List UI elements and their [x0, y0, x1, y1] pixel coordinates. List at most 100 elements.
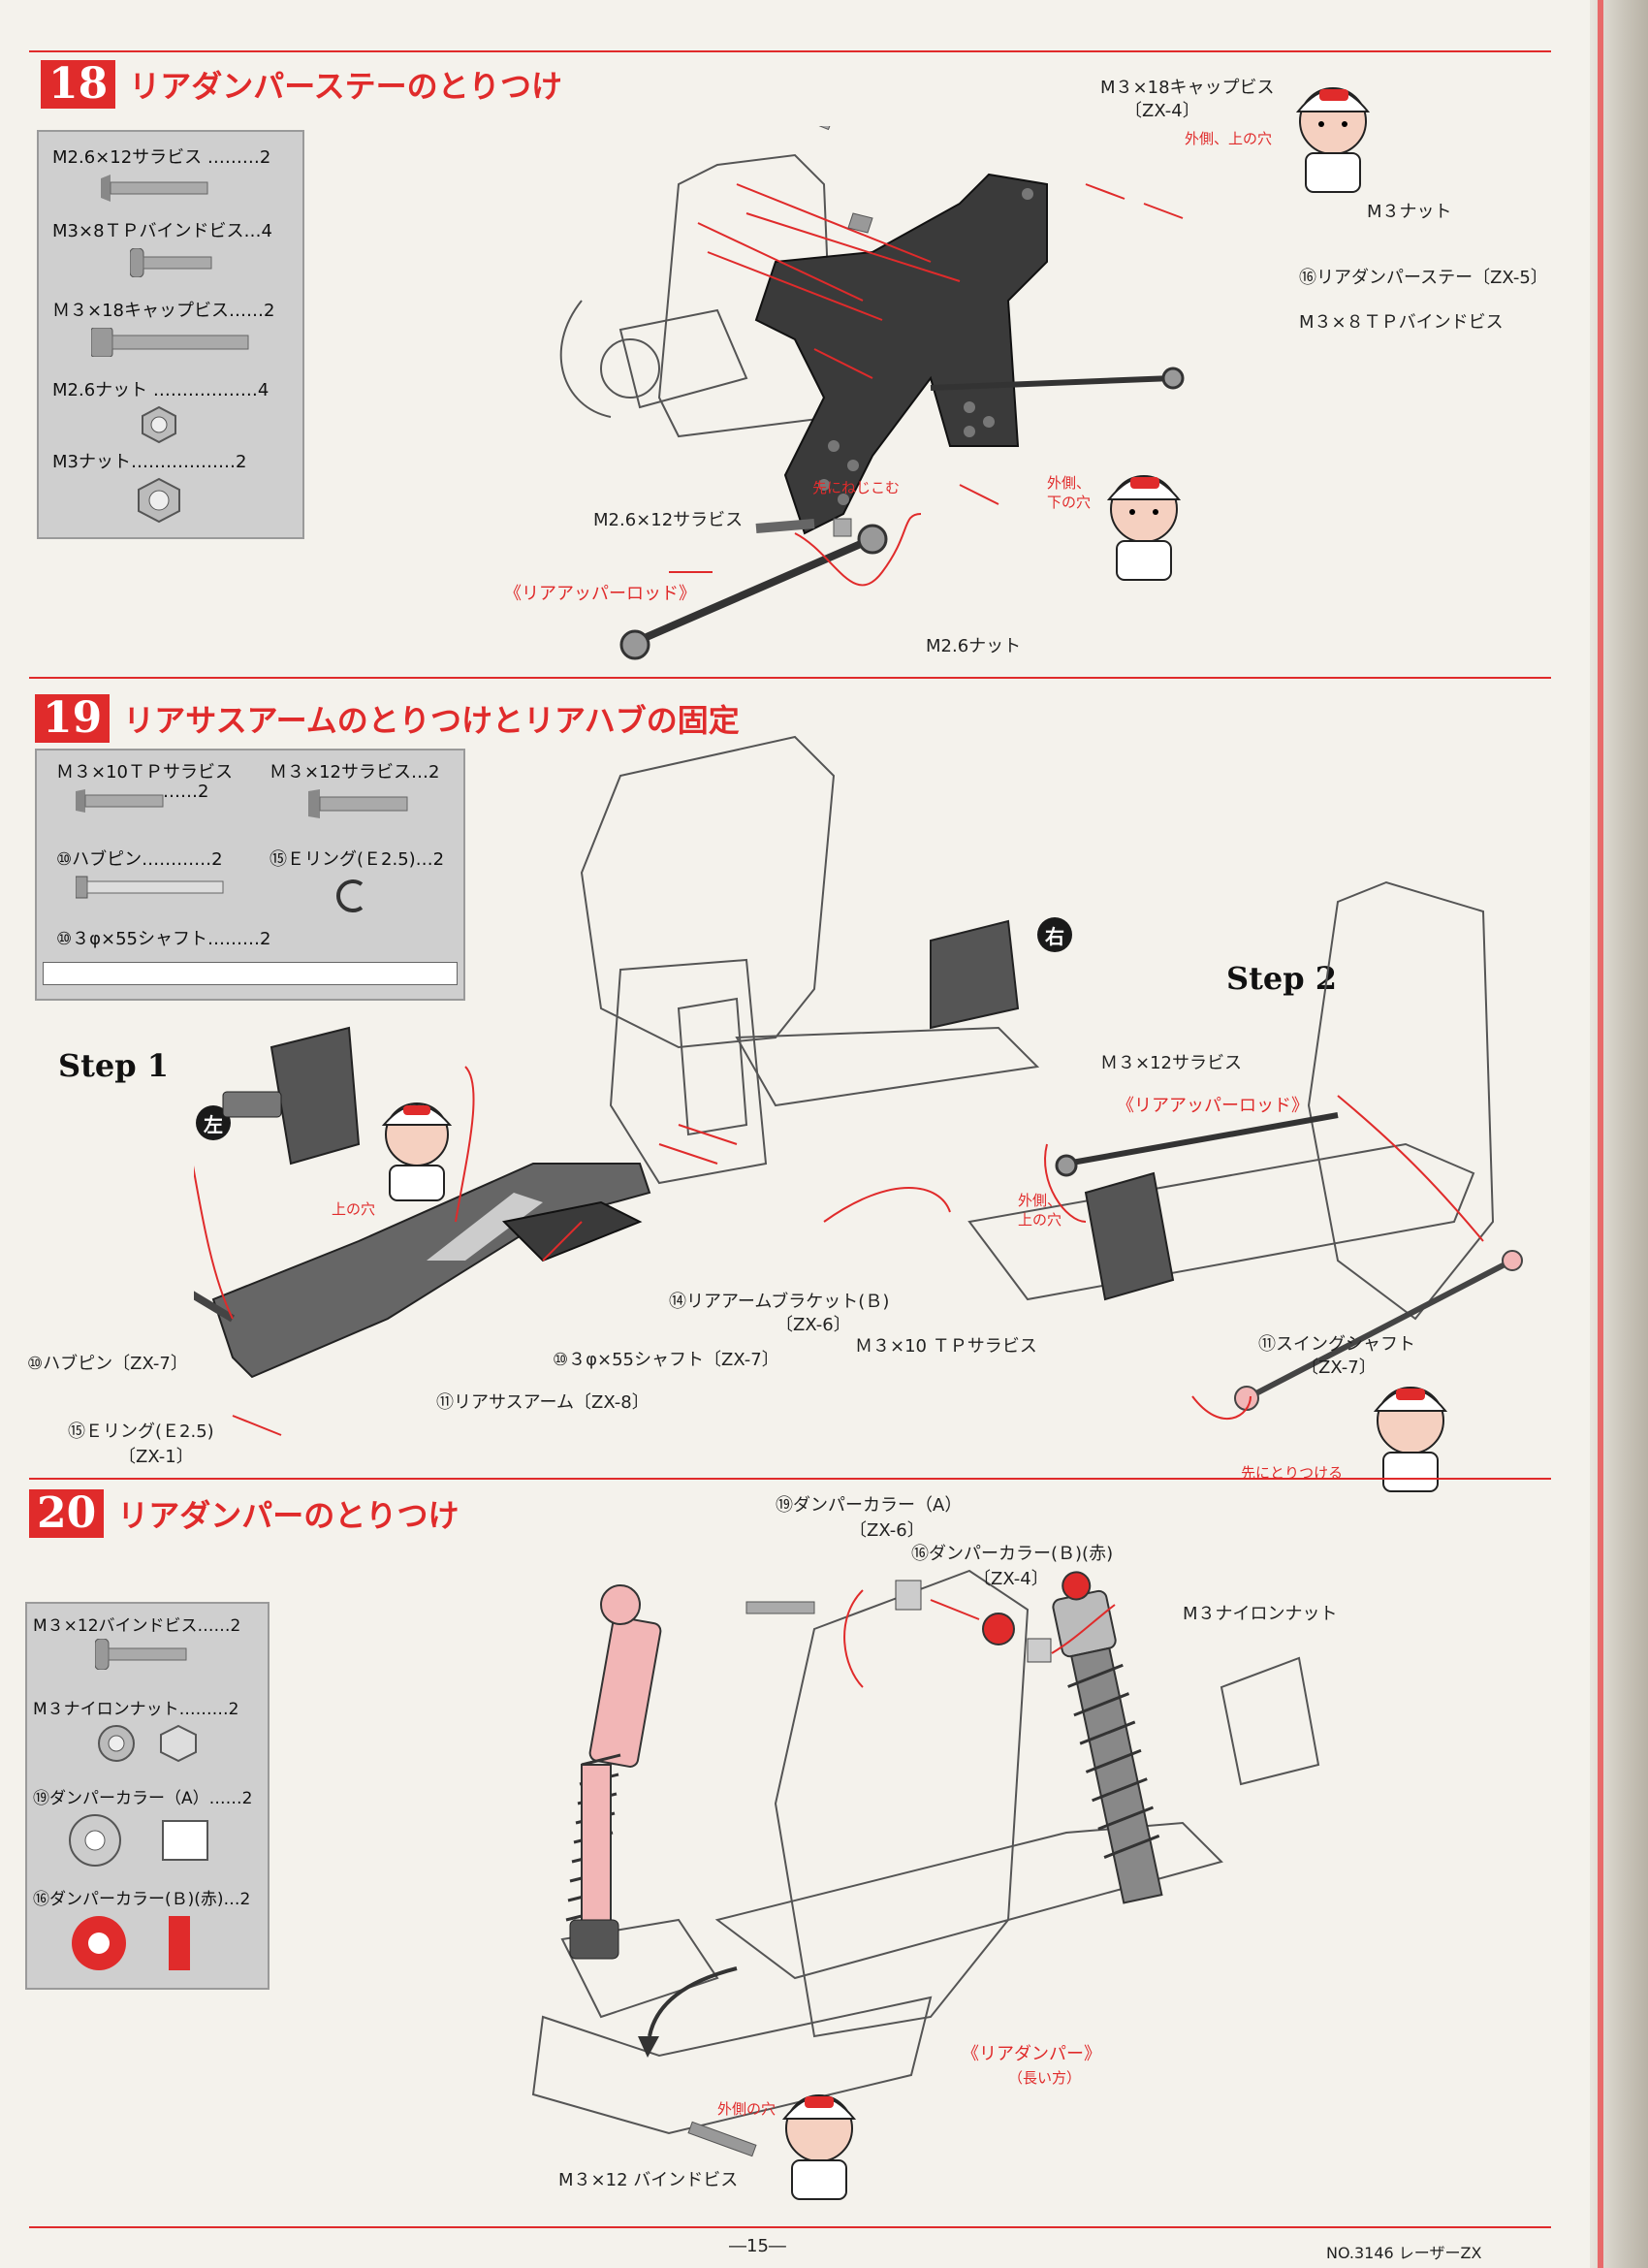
label-m3-nut: M３ナット: [1367, 202, 1452, 222]
part-label: ⑲ダンパーカラー（A）……2: [33, 1789, 253, 1808]
flat-screw-icon: [101, 175, 208, 202]
part-label: ⑩ハブピン…………2: [56, 849, 223, 870]
section-divider: [29, 50, 1551, 52]
label-outer-bottom-hole: 外側、 下の穴: [1047, 474, 1092, 511]
label-collar-a-code: 〔ZX-6〕: [849, 1520, 925, 1541]
label-sara12: Ｍ３×12サラビス: [1100, 1053, 1242, 1073]
damper-stay-plate: [754, 173, 1048, 535]
label-outer-top-hole: 外側、上の穴: [1185, 130, 1273, 147]
bind-screw-icon: [129, 247, 212, 278]
mascot-icon: [1106, 475, 1182, 581]
label-cap-screw: M３×18キャップビス: [1100, 78, 1275, 98]
part-label: M2.6×12サラビス ………2: [52, 147, 271, 168]
mascot-icon: [381, 1102, 453, 1201]
parts-list-20: M３×12バインドビス……2 M３ナイロンナット………2 ⑲ダンパーカラー（A）…: [25, 1602, 269, 1990]
part-label: Ｍ３×18キャップビス……2: [52, 301, 275, 321]
label-tp-sara10: Ｍ３×10 ＴＰサラビス: [855, 1336, 1037, 1357]
part-label: M3×8ＴＰバインドビス…4: [52, 221, 272, 241]
parts-list-18: M2.6×12サラビス ………2 M3×8ＴＰバインドビス…4 Ｍ３×18キャッ…: [37, 130, 304, 539]
section-number: 18: [41, 60, 116, 109]
label-cap-screw-code: 〔ZX-4〕: [1125, 101, 1200, 121]
label-upper-rod-19: 《リアアッパーロッド》: [1117, 1096, 1309, 1116]
section-19-title: 19 リアサスアームのとりつけとリアハブの固定: [35, 694, 740, 743]
label-damper-stay: ⑯リアダンパーステー〔ZX-5〕: [1299, 268, 1548, 288]
section-heading: リアダンパーのとりつけ: [117, 1497, 460, 1534]
section-number: 20: [29, 1489, 105, 1538]
part-row: M2.6ナット ………………4: [52, 376, 289, 448]
label-swing-shaft: ⑪スイングシャフト: [1258, 1334, 1415, 1355]
page-number: ―15―: [729, 2236, 786, 2256]
part-label: ⑮Ｅリング(Ｅ2.5)…2: [269, 849, 445, 870]
label-hub-pin: ⑩ハブピン〔ZX-7〕: [27, 1354, 188, 1374]
label-rear-damper: 《リアダンパー》: [962, 2044, 1101, 2064]
section-number: 19: [35, 694, 111, 743]
nut-icon: [142, 405, 176, 444]
nylon-nut-icon: [98, 1724, 197, 1763]
flat-screw-icon: [76, 789, 164, 813]
footer-divider: [29, 2226, 1551, 2228]
part-label: Ｍ３×12サラビス…2: [269, 762, 440, 783]
bind-screw-icon: [95, 1639, 187, 1670]
label-e-ring: ⑮Ｅリング(Ｅ2.5): [68, 1421, 214, 1442]
part-label: M３ナイロンナット………2: [33, 1700, 239, 1719]
label-outer-upper-hole: 外側、 上の穴: [1018, 1192, 1062, 1229]
label-attach-first: 先にとりつける: [1241, 1464, 1344, 1482]
label-shaft: ⑩３φ×55シャフト〔ZX-7〕: [553, 1350, 779, 1370]
label-bind-screw: M３×12 バインドビス: [558, 2170, 739, 2190]
label-tp-bind-screw: M３×８ＴＰバインドビス: [1299, 312, 1504, 333]
label-collar-a: ⑲ダンパーカラー（A）: [776, 1495, 963, 1516]
label-upper-hole: 上の穴: [332, 1200, 376, 1218]
part-label: ⑩３φ×55シャフト………2: [56, 929, 271, 949]
label-swing-shaft-code: 〔ZX-7〕: [1301, 1358, 1377, 1378]
damper-collar-b-icon: [72, 1916, 190, 1970]
section-18-title: 18 リアダンパーステーのとりつけ: [41, 60, 562, 109]
part-row: M3ナット………………2: [52, 448, 289, 527]
label-outer-hole: 外側の穴: [717, 2100, 776, 2118]
cap-screw-icon: [90, 327, 249, 358]
damper-collar-a-icon: [69, 1814, 208, 1867]
label-e-ring-code: 〔ZX-1〕: [118, 1447, 194, 1467]
part-label: Ｍ３×10ＴＰサラビス: [56, 762, 233, 783]
label-sara-screw: M2.6×12サラビス: [593, 510, 744, 530]
part-label: M3ナット………………2: [52, 452, 247, 472]
e-ring-icon: [336, 879, 364, 912]
rear-damper-illustration: [531, 1569, 1320, 2157]
part-qty: ……2: [163, 782, 209, 802]
step-2-label: Step 2: [1226, 960, 1338, 997]
label-collar-b-code: 〔ZX-4〕: [973, 1569, 1049, 1589]
section-20-title: 20 リアダンパーのとりつけ: [29, 1489, 460, 1538]
section-heading: リアサスアームのとりつけとリアハブの固定: [123, 702, 740, 739]
right-badge: 右: [1037, 917, 1072, 952]
label-nut26: M2.6ナット: [926, 636, 1022, 656]
mascot-icon: [1295, 87, 1371, 193]
section-divider: [29, 1478, 1551, 1480]
page-edge: [1590, 0, 1648, 2268]
step-1-label: Step 1: [58, 1047, 170, 1084]
label-susp-arm: ⑪リアサスアーム〔ZX-8〕: [436, 1392, 650, 1413]
mascot-icon: [781, 2094, 857, 2200]
part-label: M３×12バインドビス……2: [33, 1616, 241, 1636]
damper-stay-illustration: [559, 126, 1185, 660]
nut-icon: [138, 477, 180, 524]
label-upper-rod: 《リアアッパーロッド》: [504, 584, 696, 604]
part-label: ⑯ダンパーカラー(Ｂ)(赤)…2: [33, 1890, 251, 1909]
shaft-icon: [43, 962, 458, 985]
label-nylon-nut: M３ナイロンナット: [1183, 1604, 1338, 1624]
parts-list-19: Ｍ３×10ＴＰサラビス ……2 Ｍ３×12サラビス…2 ⑩ハブピン…………2 ⑮…: [35, 749, 465, 1001]
part-row: M3×8ＴＰバインドビス…4: [52, 217, 289, 281]
part-label: M2.6ナット ………………4: [52, 380, 269, 400]
label-collar-b: ⑯ダンパーカラー(Ｂ)(赤): [911, 1544, 1114, 1564]
label-arm-bracket-code: 〔ZX-6〕: [776, 1315, 851, 1335]
label-arm-bracket: ⑭リアアームブラケット(Ｂ): [669, 1292, 890, 1312]
section-divider: [29, 677, 1551, 679]
hub-pin-icon: [76, 876, 224, 899]
label-long-side: （長い方）: [1008, 2069, 1082, 2087]
part-row: Ｍ３×18キャップビス……2: [52, 297, 289, 361]
flat-screw-icon: [308, 789, 408, 818]
label-screw-first: 先にねじこむ: [812, 479, 901, 496]
mascot-icon: [1373, 1387, 1448, 1492]
part-row: M2.6×12サラビス ………2: [52, 144, 289, 206]
suspension-arm-illustration: [194, 735, 1523, 1436]
product-code: NO.3146 レーザーZX: [1326, 2244, 1482, 2262]
